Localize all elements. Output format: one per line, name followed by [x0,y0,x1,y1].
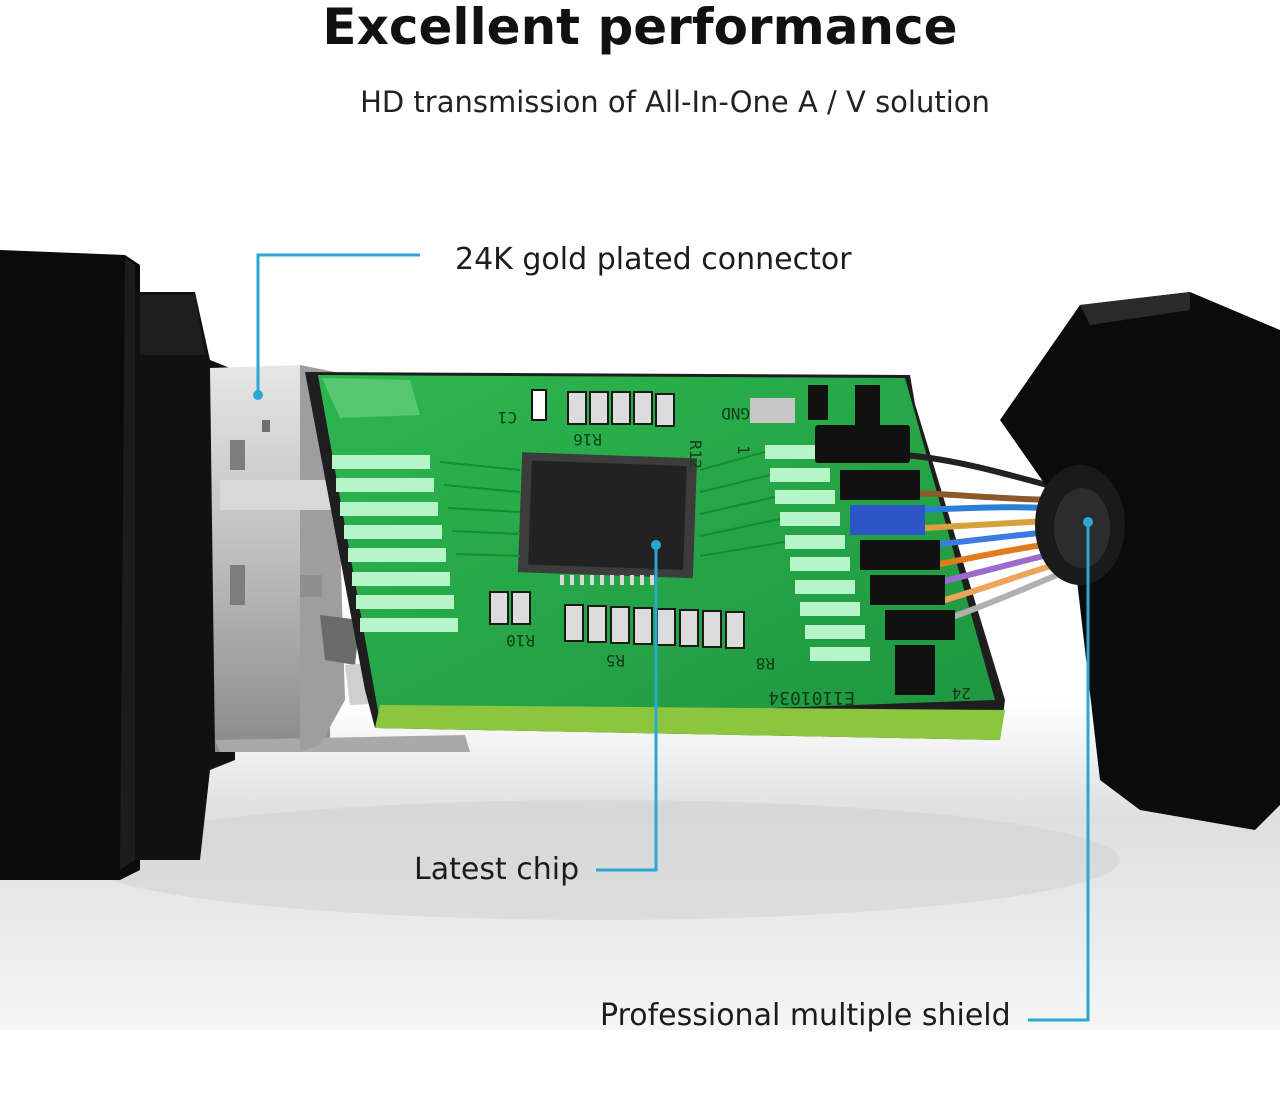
left-housing [0,250,235,880]
silk-pin-end: 24 [952,684,971,703]
wire-solder-blocks [808,385,955,695]
callout-connector: 24K gold plated connector [455,242,852,277]
silk-cap: C1 [498,408,517,427]
silk-r5: R5 [606,651,625,670]
chip [517,452,698,585]
callout-lines [256,253,1090,1022]
silk-gnd: GND [721,404,750,423]
silk-r8: R8 [756,654,775,673]
silk-pin-start: 1 [734,445,753,455]
callout-chip: Latest chip [414,852,580,887]
silk-part-number: E1101034 [768,687,855,708]
silk-r16: R16 [573,430,602,449]
right-housing [1000,292,1280,830]
callout-dot-icon [253,390,1093,550]
page-subtitle: HD transmission of All-In-One A / V solu… [360,85,990,119]
silk-r12: R12 [686,440,705,469]
page-title: Excellent performance [322,0,958,56]
silk-r10: R10 [506,631,535,650]
callout-shield: Professional multiple shield [600,998,1011,1033]
